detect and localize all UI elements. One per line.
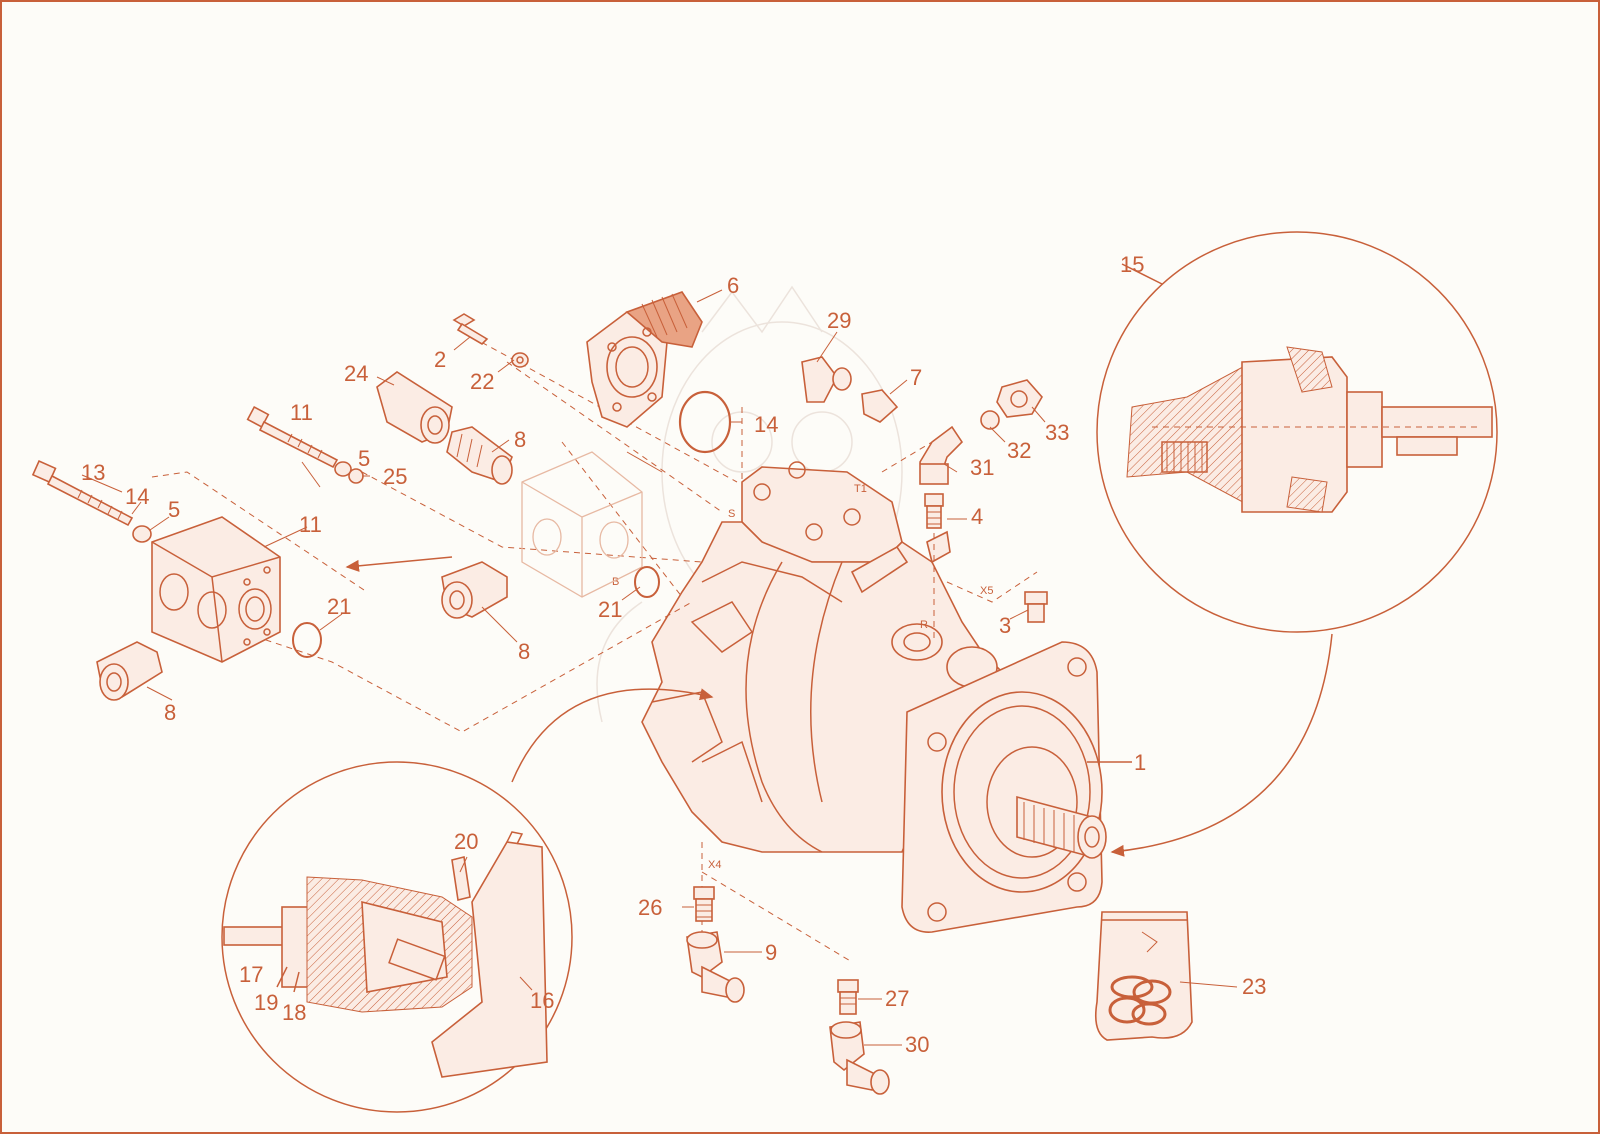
label-part-14-upper: 14 xyxy=(754,412,778,437)
label-part-4: 4 xyxy=(971,504,983,529)
label-part-30: 30 xyxy=(905,1032,929,1057)
main-pump-assembly xyxy=(641,461,1132,933)
part-number-labels: 1 2 3 4 5 5 6 7 8 8 8 9 11 11 13 14 14 1… xyxy=(81,252,1266,1057)
label-part-9: 9 xyxy=(765,940,777,965)
port-label-r: R xyxy=(920,619,928,631)
part-24-fitting xyxy=(376,371,453,444)
part-5-washer-lower xyxy=(132,525,152,543)
port-label-x4: X4 xyxy=(708,859,721,871)
label-part-21-lower: 21 xyxy=(327,594,351,619)
part-11-bolt-upper xyxy=(246,405,339,469)
label-part-8-middle: 8 xyxy=(518,639,530,664)
label-part-5-upper: 5 xyxy=(358,446,370,471)
label-part-27: 27 xyxy=(885,986,909,1011)
part-23-seal-kit-bag xyxy=(1094,911,1193,1041)
part-21-oring-lower xyxy=(292,622,322,658)
label-part-2: 2 xyxy=(434,347,446,372)
port-label-b: B xyxy=(612,576,619,588)
label-part-22: 22 xyxy=(470,369,494,394)
label-part-21-upper: 21 xyxy=(598,597,622,622)
part-6-flange xyxy=(586,291,703,428)
label-part-24: 24 xyxy=(344,361,368,386)
label-part-32: 32 xyxy=(1007,438,1031,463)
detail-view-16 xyxy=(221,761,573,1113)
part-13-bolt xyxy=(31,459,134,527)
part-5-washer-upper xyxy=(334,461,352,477)
part-2-screw xyxy=(452,313,489,346)
part-ghost-valve-block xyxy=(521,451,643,598)
part-4-fitting xyxy=(924,493,944,529)
part-30-elbow xyxy=(829,1021,890,1095)
part-22-washer xyxy=(511,352,529,368)
label-part-18: 18 xyxy=(282,1000,306,1025)
part-14-oring xyxy=(678,390,732,454)
label-part-1: 1 xyxy=(1134,750,1146,775)
label-part-11-block: 11 xyxy=(299,512,322,537)
leader-lines xyxy=(81,289,1238,1046)
label-part-8-lower: 8 xyxy=(164,700,176,725)
label-part-33: 33 xyxy=(1045,420,1069,445)
part-11-valve-block xyxy=(151,516,281,663)
label-part-20: 20 xyxy=(454,829,478,854)
label-part-11-upper: 11 xyxy=(290,400,313,425)
label-part-5-lower: 5 xyxy=(168,497,180,522)
label-part-23: 23 xyxy=(1242,974,1266,999)
detail-15-arrow xyxy=(1110,633,1333,857)
label-part-26: 26 xyxy=(638,895,662,920)
part-8-fitting-lower xyxy=(96,641,163,701)
port-label-s: S xyxy=(728,508,735,520)
label-part-25: 25 xyxy=(383,464,407,489)
label-part-8-upper: 8 xyxy=(514,427,526,452)
part-25-washer xyxy=(348,468,364,484)
part-26-fitting xyxy=(693,886,715,922)
label-part-19: 19 xyxy=(254,990,278,1015)
part-21-oring-upper xyxy=(634,566,660,598)
part-8-fitting-upper xyxy=(446,426,513,485)
part-29-elbow xyxy=(801,356,852,403)
label-part-15: 15 xyxy=(1120,252,1144,277)
label-part-16: 16 xyxy=(530,988,554,1013)
label-part-7: 7 xyxy=(910,365,922,390)
part-27-fitting xyxy=(837,979,859,1015)
part-31-elbow xyxy=(919,425,964,485)
label-part-29: 29 xyxy=(827,308,851,333)
label-part-3: 3 xyxy=(999,613,1011,638)
part-32-plug xyxy=(980,410,1000,430)
part-9-elbow xyxy=(686,931,745,1003)
label-part-17: 17 xyxy=(239,962,263,987)
label-part-6: 6 xyxy=(727,273,739,298)
move-arrow xyxy=(345,556,453,572)
label-part-13: 13 xyxy=(81,460,105,485)
part-8-fitting-middle xyxy=(441,561,508,619)
part-3-plug xyxy=(1024,591,1048,623)
port-label-x5: X5 xyxy=(980,585,993,597)
label-part-14-lower: 14 xyxy=(125,484,149,509)
part-33-nut xyxy=(996,379,1043,418)
detail-view-15 xyxy=(1096,231,1498,633)
port-label-t1: T1 xyxy=(854,483,867,495)
part-7-fitting xyxy=(861,389,899,423)
label-part-31: 31 xyxy=(970,455,994,480)
detail-16-arrow xyxy=(511,688,714,783)
